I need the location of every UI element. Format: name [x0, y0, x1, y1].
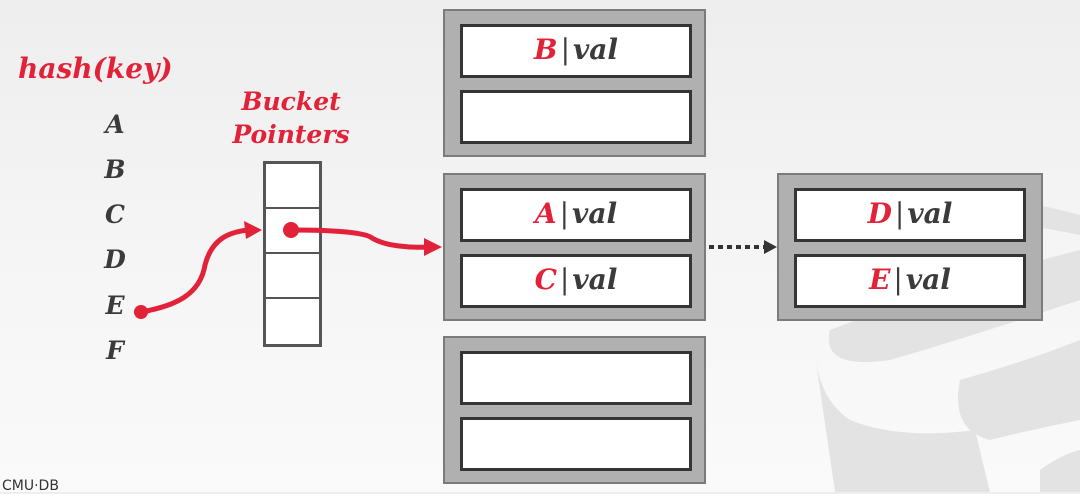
slot-value: val: [907, 197, 953, 230]
pointer-cell: [266, 209, 319, 254]
pointer-cell: [266, 164, 319, 209]
slot-separator: |: [559, 263, 570, 296]
bucket-3: [443, 336, 706, 484]
hash-function-label: hash(key): [18, 52, 173, 85]
key-e-dot-icon: [134, 305, 148, 319]
bucket-slot: B|val: [460, 24, 692, 78]
slot-separator: |: [559, 197, 570, 230]
overflow-bucket: D|val E|val: [777, 173, 1043, 321]
key-b: B: [104, 155, 126, 184]
key-d: D: [104, 245, 126, 274]
bucket-pointers-label-line1: Bucket: [241, 87, 341, 116]
bucket-pointers-label: Bucket Pointers: [228, 85, 354, 151]
key-f: F: [106, 336, 124, 365]
slot-value: val: [573, 33, 619, 66]
slot-separator: |: [560, 33, 571, 66]
slot-key: C: [534, 263, 557, 296]
bucket-pointer-array: [263, 161, 322, 347]
bucket-2: A|val C|val: [443, 173, 706, 321]
bucket-1: B|val: [443, 9, 706, 157]
key-e: E: [105, 291, 125, 320]
bucket-slot: C|val: [460, 254, 692, 308]
arrowhead-icon: [424, 238, 442, 256]
bucket-slot: A|val: [460, 188, 692, 242]
slot-key: A: [534, 197, 557, 230]
bucket-pointers-label-line2: Pointers: [232, 120, 350, 149]
bucket-slot: E|val: [794, 254, 1026, 308]
pointer-to-bucket-arrow: [288, 227, 431, 250]
slot-key: B: [533, 33, 558, 66]
slot-separator: |: [893, 263, 903, 296]
bucket-slot: [460, 90, 692, 144]
key-c: C: [105, 200, 125, 229]
slot-value: val: [572, 197, 618, 230]
bucket-slot: D|val: [794, 188, 1026, 242]
slot-key: D: [867, 197, 892, 230]
cmu-db-logo: CMU·DB: [2, 478, 59, 494]
slot-value: val: [905, 263, 951, 296]
key-a: A: [105, 110, 125, 139]
slot-value: val: [572, 263, 618, 296]
bucket-slot: [460, 351, 692, 405]
hash-arrow-e-to-pointer: [138, 227, 251, 315]
overflow-arrowhead-icon: [764, 240, 777, 254]
slot-separator: |: [894, 197, 905, 230]
pointer-dot-icon: [283, 222, 299, 238]
bucket-slot: [460, 417, 692, 471]
pointer-cell: [266, 254, 319, 299]
slot-key: E: [869, 263, 891, 296]
arrowhead-icon: [244, 221, 262, 239]
